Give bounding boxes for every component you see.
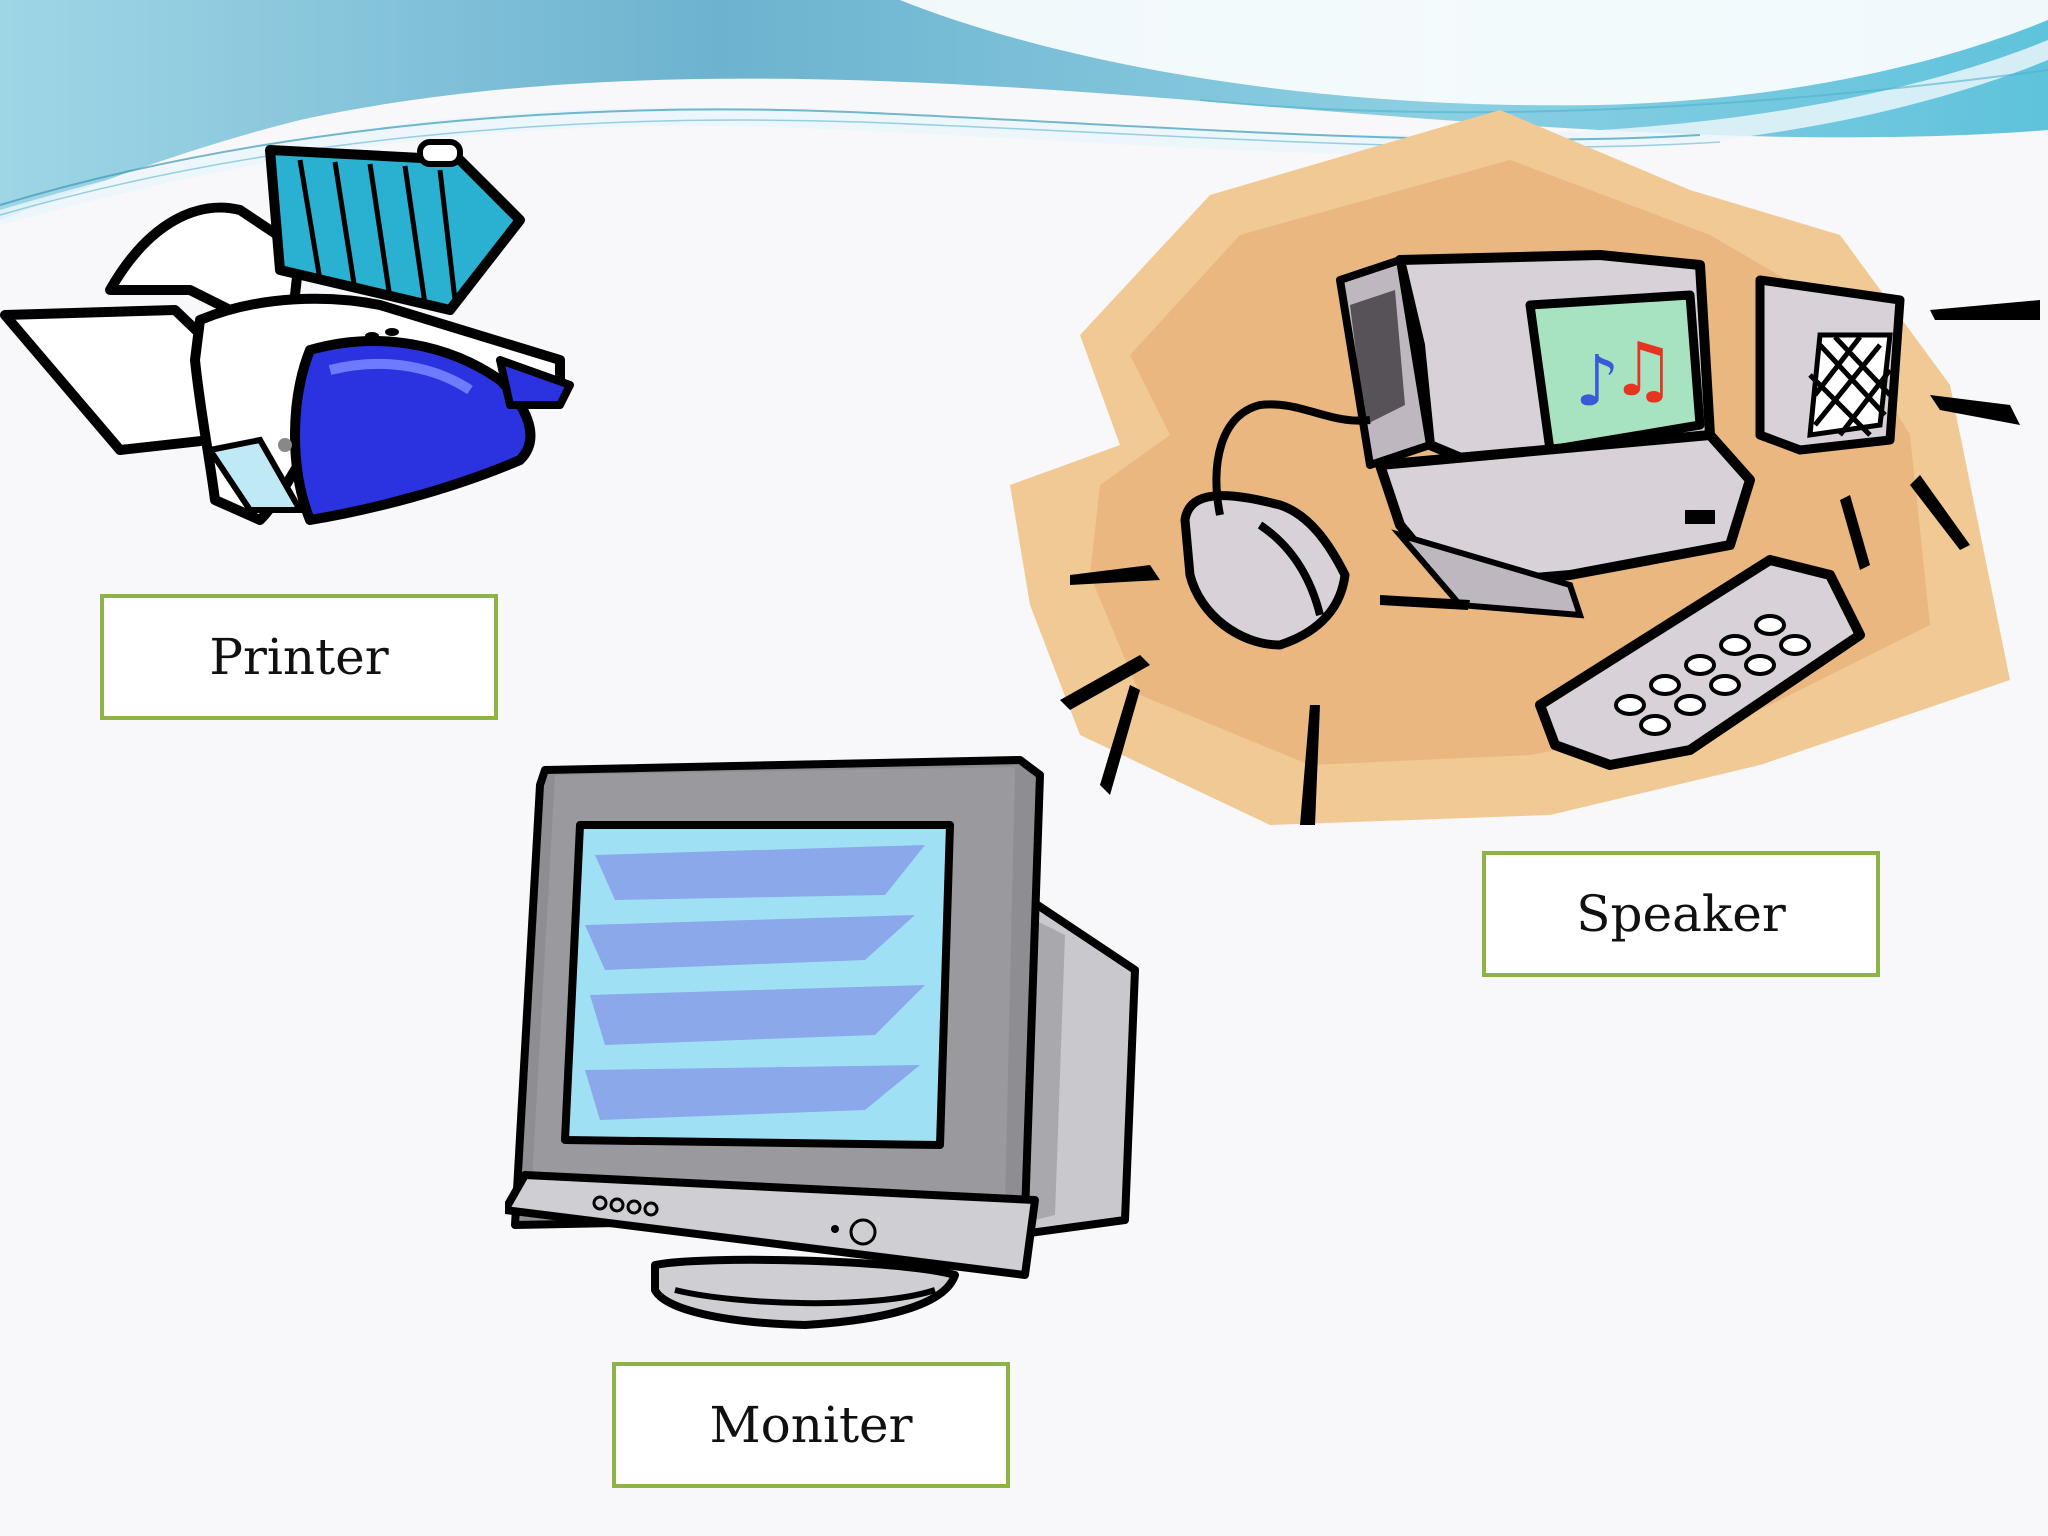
monitor-label-box: Moniter bbox=[612, 1362, 1010, 1488]
svg-text:♫: ♫ bbox=[1610, 327, 1676, 413]
speaker-label-box: Speaker bbox=[1482, 851, 1880, 977]
printer-label-box: Printer bbox=[100, 594, 498, 720]
speaker-label-text: Speaker bbox=[1576, 885, 1786, 943]
printer-label-text: Printer bbox=[209, 628, 389, 686]
printer-image bbox=[0, 139, 574, 525]
computer-speaker-image: ♪ ♫ bbox=[1010, 110, 2040, 825]
svg-text:♪: ♪ bbox=[1575, 340, 1620, 422]
monitor-image bbox=[505, 756, 1139, 1329]
wave-header-decoration bbox=[0, 0, 2048, 225]
monitor-label-text: Moniter bbox=[709, 1396, 913, 1454]
